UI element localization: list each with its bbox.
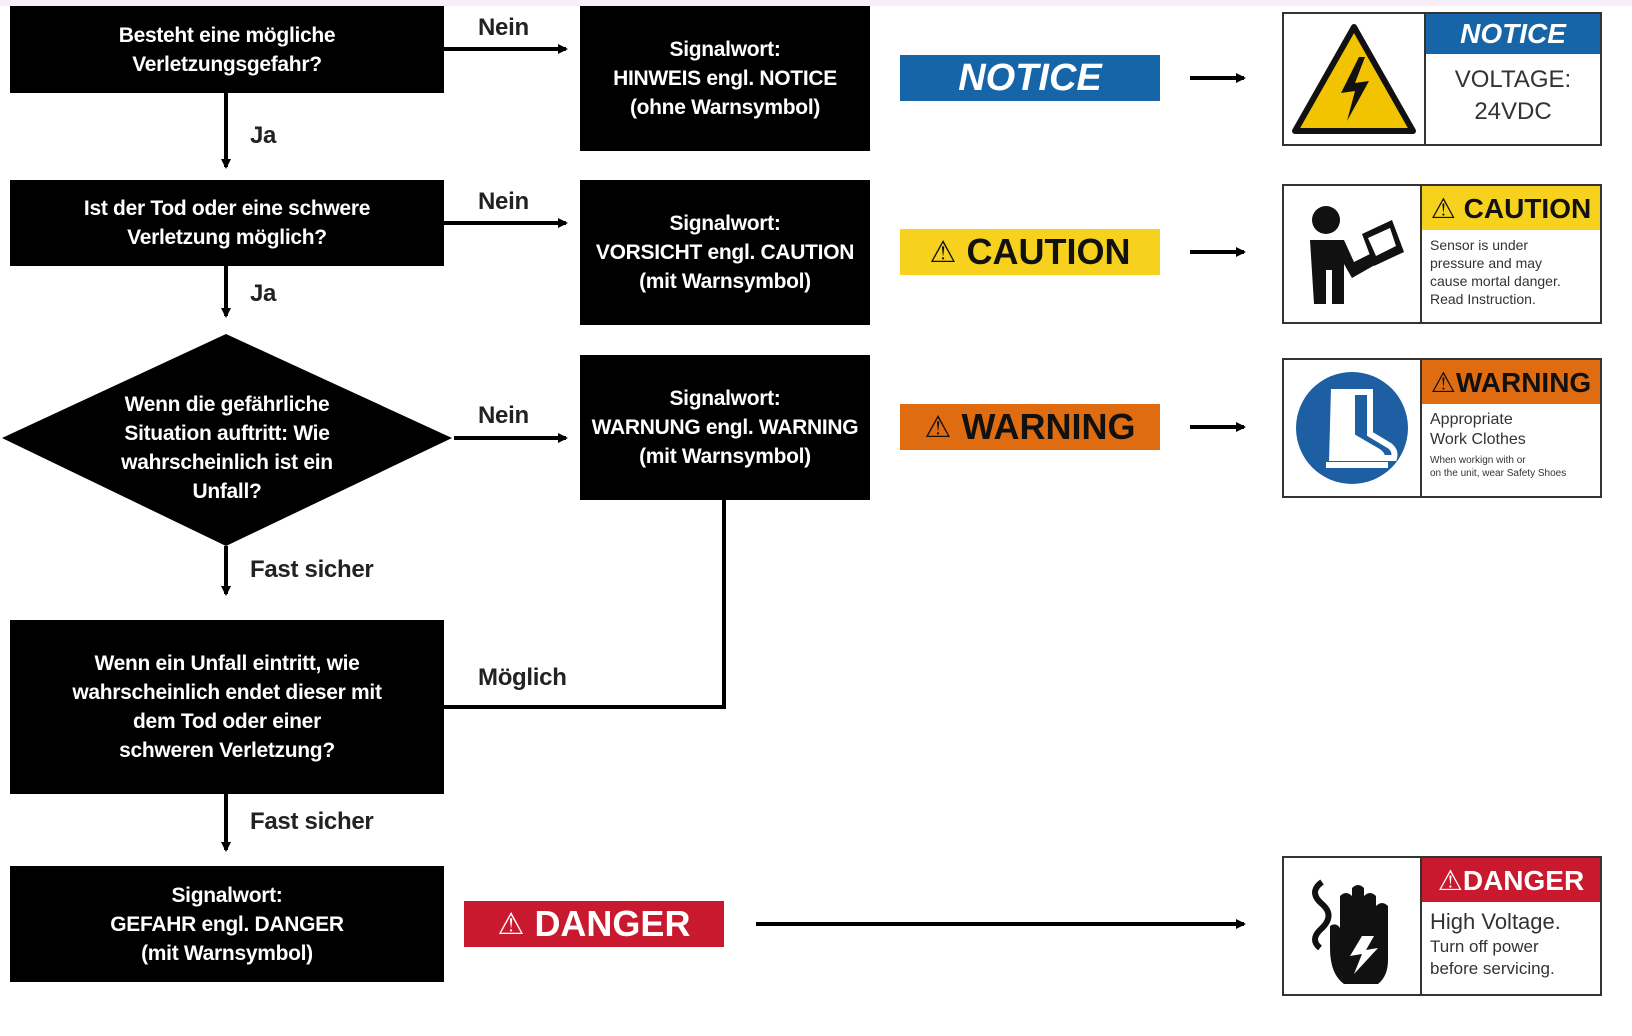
result-danger: Signalwort:GEFAHR engl. DANGER(mit Warns… [10, 866, 444, 982]
edge-label-nein-3: Nein [478, 402, 529, 429]
notice-card-header: NOTICE [1426, 14, 1600, 54]
notice-card-line: 24VDC [1474, 98, 1552, 125]
caution-badge: ⚠CAUTION [900, 229, 1160, 275]
electric-shock-hand-icon [1284, 858, 1422, 994]
warning-triangle-icon: ⚠ [497, 907, 525, 941]
result-notice: Signalwort:HINWEIS engl. NOTICE(ohne War… [580, 6, 870, 151]
edge-label-nein-2: Nein [478, 188, 529, 215]
warning-card-line: Appropriate [1430, 411, 1513, 428]
danger-badge: ⚠DANGER [464, 901, 724, 947]
warning-triangle-icon: ⚠ [929, 235, 957, 269]
notice-badge: NOTICE [900, 55, 1160, 101]
danger-card-header: ⚠DANGER [1422, 858, 1600, 902]
edge-label-fast-sicher-1: Fast sicher [250, 556, 374, 583]
caution-card-line: cause mortal danger. [1430, 273, 1561, 289]
danger-card-small-line: before servicing. [1430, 959, 1555, 978]
caution-card-header: ⚠ CAUTION [1422, 186, 1600, 230]
caution-card-line: pressure and may [1430, 255, 1543, 271]
caution-label-card: ⚠ CAUTION Sensor is under pressure and m… [1282, 184, 1602, 324]
warning-triangle-icon: ⚠ [924, 410, 952, 444]
decision-diamond [2, 334, 452, 546]
warning-card-header: ⚠WARNING [1422, 360, 1600, 404]
warning-card-line: Work Clothes [1430, 431, 1526, 448]
edge-label-moeglich: Möglich [478, 664, 567, 691]
warning-badge: ⚠WARNING [900, 404, 1160, 450]
edge-label-fast-sicher-2: Fast sicher [250, 808, 374, 835]
question-accident-likelihood: Wenn die gefährliche Situation auftritt:… [121, 393, 333, 503]
notice-label-card: NOTICE VOLTAGE: 24VDC [1282, 12, 1602, 146]
warning-card-small-line: on the unit, wear Safety Shoes [1430, 468, 1567, 479]
caution-card-line: Sensor is under [1430, 237, 1529, 253]
warning-card-small-line: When workign with or [1430, 455, 1526, 466]
notice-card-line: VOLTAGE: [1454, 66, 1572, 93]
caution-card-line: Read Instruction. [1430, 291, 1536, 307]
result-warning: Signalwort:WARNUNG engl. WARNING(mit War… [580, 355, 870, 500]
safety-boot-icon [1284, 360, 1422, 496]
result-caution: Signalwort:VORSICHT engl. CAUTION(mit Wa… [580, 180, 870, 325]
top-border [0, 0, 1632, 6]
danger-card-line: High Voltage. [1430, 909, 1561, 934]
read-manual-icon [1284, 186, 1422, 322]
electric-hazard-icon [1284, 14, 1426, 144]
edge-label-ja-1: Ja [250, 122, 277, 149]
edge-label-nein-1: Nein [478, 14, 529, 41]
edge-label-ja-2: Ja [250, 280, 277, 307]
warning-label-card: ⚠WARNING Appropriate Work Clothes When w… [1282, 358, 1602, 498]
danger-label-card: ⚠DANGER High Voltage. Turn off power bef… [1282, 856, 1602, 996]
danger-card-small-line: Turn off power [1430, 937, 1539, 956]
